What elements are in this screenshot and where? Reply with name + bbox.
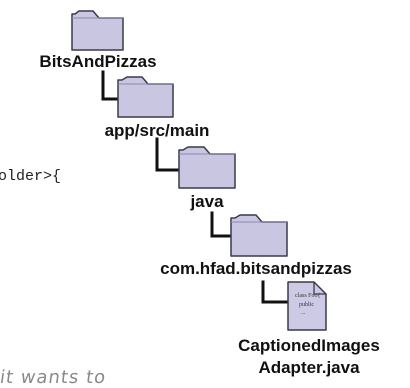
connector-java-to-package <box>210 211 235 238</box>
file-label-line-1: CaptionedImages <box>238 336 380 355</box>
handwritten-note: it wants to <box>0 367 108 388</box>
folder-icon <box>230 214 288 257</box>
file-icon-code-line: class Foo{ <box>295 293 321 299</box>
connector-app-to-java <box>155 137 182 172</box>
folder-icon <box>71 10 124 51</box>
connector-root-to-app <box>101 70 122 101</box>
tree-connectors <box>101 70 290 304</box>
file-icon-code-line: public <box>299 302 314 308</box>
folder-label-com-hfad-bitsandpizzas: com.hfad.bitsandpizzas <box>160 259 352 278</box>
folder-label-bitsandpizzas: BitsAndPizzas <box>39 52 157 71</box>
code-fragment: older>{ <box>0 168 62 185</box>
file-icon-code-line: ... <box>301 310 306 316</box>
java-file-icon: class Foo{ public ... <box>287 281 327 331</box>
folder-icon <box>117 76 174 118</box>
folder-icon <box>178 146 236 189</box>
folder-label-app-src-main: app/src/main <box>104 121 210 140</box>
file-label-line-2: Adapter.java <box>258 358 360 377</box>
folder-label-java: java <box>190 192 224 211</box>
connector-package-to-file <box>261 280 290 304</box>
